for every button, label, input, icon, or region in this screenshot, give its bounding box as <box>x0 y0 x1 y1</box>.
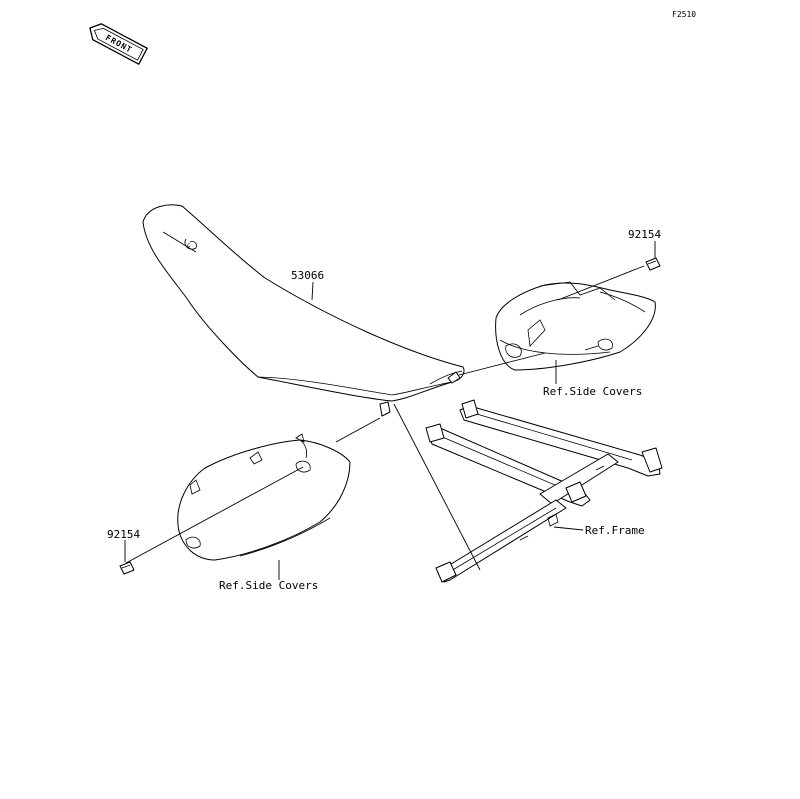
leader-lines <box>124 241 656 580</box>
bolt-top <box>645 257 661 271</box>
side-cover-right <box>495 281 656 371</box>
label-frame: Ref.Frame <box>585 524 645 537</box>
front-arrow-icon: FRONT <box>89 23 149 66</box>
seat: c <box>142 204 465 417</box>
label-bolt-92154-top: 92154 <box>628 228 661 241</box>
label-seat-53066: 53066 <box>291 269 324 282</box>
label-bolt-92154-bottom: 92154 <box>107 528 140 541</box>
figure-code: F2510 <box>672 10 696 19</box>
frame <box>425 399 663 583</box>
label-side-covers-left: Ref.Side Covers <box>219 579 318 592</box>
bolt-bottom <box>119 561 135 575</box>
side-cover-left <box>177 433 351 561</box>
svg-text:c: c <box>187 242 190 249</box>
label-side-covers-right: Ref.Side Covers <box>543 385 642 398</box>
